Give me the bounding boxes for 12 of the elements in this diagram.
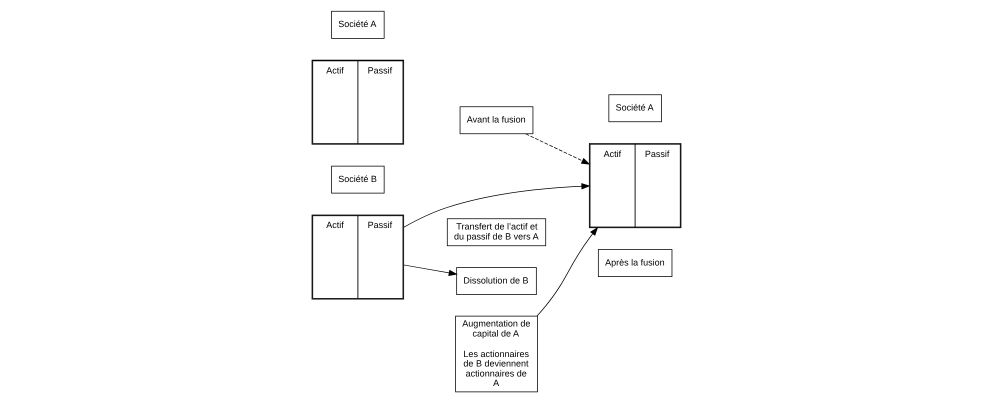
node-box: Dissolution de B bbox=[456, 267, 537, 295]
arrow bbox=[403, 183, 590, 228]
arrow bbox=[525, 133, 590, 165]
node-box: Société B bbox=[331, 166, 385, 194]
node-box: Augmentation de capital de A Les actionnaires de B deviennent actionnaires de A bbox=[455, 316, 538, 392]
node-box: Société A bbox=[331, 10, 385, 39]
node-box: Avant la fusion bbox=[460, 106, 534, 134]
arrow bbox=[536, 226, 598, 316]
node-box: Après la fusion bbox=[598, 249, 672, 277]
node-box: Transfert de l’actif et du passif de B vers A bbox=[446, 218, 546, 246]
arrow bbox=[403, 264, 458, 276]
node-box: Société A bbox=[608, 94, 662, 122]
